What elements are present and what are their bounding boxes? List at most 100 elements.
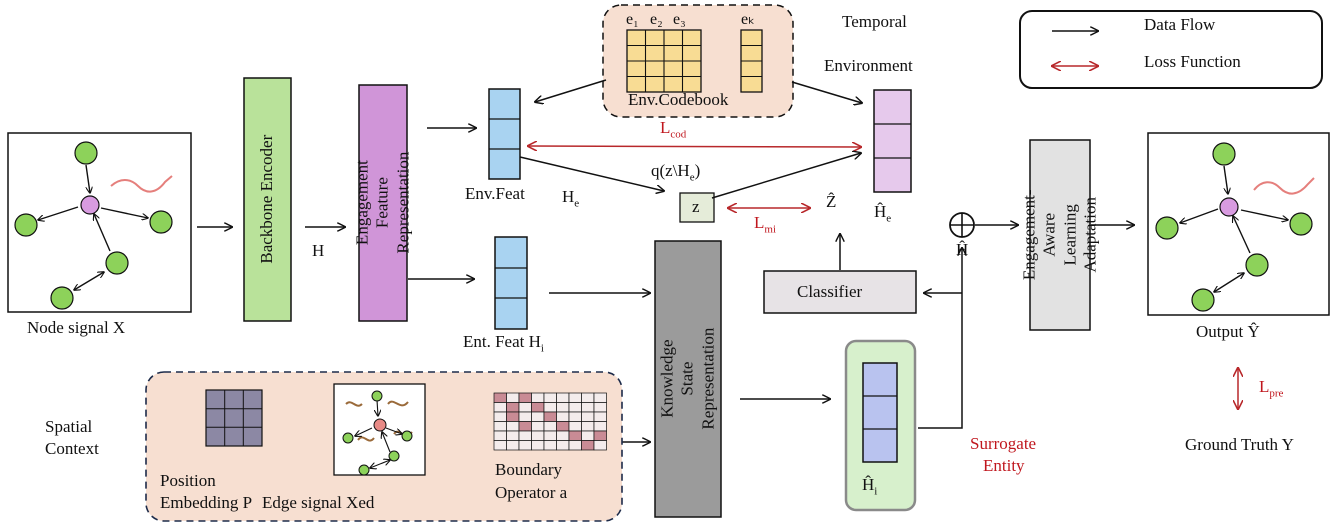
boundary-cell bbox=[556, 392, 570, 403]
graph-node bbox=[14, 213, 38, 237]
h-hat-i-label: Ĥi bbox=[862, 475, 878, 498]
codebook-entry-ek: eₖ bbox=[741, 11, 755, 28]
graph-node bbox=[74, 141, 98, 165]
l-cod-label: Lcod bbox=[660, 118, 687, 141]
boundary-cell bbox=[543, 411, 557, 422]
boundary-cell bbox=[581, 430, 595, 441]
boundary-cell bbox=[556, 430, 570, 441]
spatial-label-line2: Context bbox=[45, 439, 99, 458]
boundary-cell bbox=[518, 430, 532, 441]
backbone-encoder-block bbox=[243, 77, 292, 322]
knowledge-state-label: Knowledge State Representation bbox=[657, 328, 718, 430]
sum-operator-icon bbox=[949, 212, 975, 238]
boundary-cell bbox=[568, 392, 582, 403]
h-label: H bbox=[312, 241, 325, 260]
edge-signal-label: Edge signal Xed bbox=[262, 493, 375, 512]
boundary-cell bbox=[543, 430, 557, 441]
boundary-cell bbox=[593, 430, 607, 441]
output-label: Output Ŷ bbox=[1196, 322, 1260, 341]
engagement-aware-label: Engagement-Aware Learning Adaptation bbox=[1019, 189, 1100, 281]
boundary-cell bbox=[568, 430, 582, 441]
graph-node bbox=[149, 210, 173, 234]
boundary-cell bbox=[593, 402, 607, 413]
env-codebook-label: Env.Codebook bbox=[628, 90, 729, 109]
boundary-cell bbox=[556, 402, 570, 413]
boundary-cell bbox=[543, 421, 557, 432]
env-codebook bbox=[602, 4, 794, 118]
boundary-cell bbox=[493, 402, 507, 413]
signal-wave-icon bbox=[110, 175, 173, 193]
boundary-cell bbox=[531, 411, 545, 422]
legend-loss-function-label: Loss Function bbox=[1144, 52, 1241, 71]
graph-node bbox=[1191, 288, 1215, 312]
boundary-cell bbox=[581, 421, 595, 432]
boundary-cell bbox=[556, 440, 570, 451]
boundary-cell bbox=[581, 411, 595, 422]
backbone-encoder-label: Backbone Encoder bbox=[257, 135, 277, 264]
boundary-cell bbox=[506, 411, 520, 422]
boundary-cell bbox=[593, 392, 607, 403]
boundary-cell bbox=[581, 392, 595, 403]
boundary-label-line2: Operator a bbox=[495, 483, 568, 502]
boundary-cell bbox=[493, 392, 507, 403]
boundary-cell bbox=[568, 402, 582, 413]
boundary-operator-matrix bbox=[493, 392, 607, 451]
boundary-cell bbox=[568, 411, 582, 422]
boundary-cell bbox=[518, 421, 532, 432]
graph-node bbox=[1212, 142, 1236, 166]
z-label: z bbox=[692, 197, 700, 216]
legend bbox=[1019, 10, 1323, 89]
boundary-cell bbox=[506, 402, 520, 413]
classifier-block bbox=[763, 270, 917, 314]
engagement-feature-block bbox=[358, 84, 408, 322]
engagement-aware-label-wrap: Engagement-Aware Learning Adaptation bbox=[1019, 140, 1099, 330]
backbone-encoder-label-wrap: Backbone Encoder bbox=[244, 78, 291, 321]
boundary-cell bbox=[493, 440, 507, 451]
knowledge-state-block bbox=[654, 240, 722, 518]
knowledge-state-label-wrap: Knowledge State Representation bbox=[655, 241, 721, 517]
boundary-cell bbox=[506, 430, 520, 441]
l-pre-label: Lpre bbox=[1259, 377, 1284, 400]
legend-data-flow-label: Data Flow bbox=[1144, 15, 1216, 34]
signal-wave-icon bbox=[1253, 177, 1315, 195]
output-graph bbox=[1147, 132, 1330, 316]
classifier-label: Classifier bbox=[797, 282, 863, 301]
boundary-cell bbox=[531, 392, 545, 403]
boundary-cell bbox=[581, 402, 595, 413]
position-embedding-grid bbox=[205, 389, 263, 447]
ground-truth-label: Ground Truth Y bbox=[1185, 435, 1294, 454]
boundary-cell bbox=[568, 440, 582, 451]
center-node bbox=[80, 195, 100, 215]
boundary-cell bbox=[518, 411, 532, 422]
boundary-cell bbox=[593, 440, 607, 451]
center-node bbox=[1219, 197, 1239, 217]
surrogate-entity bbox=[844, 339, 917, 512]
he-label: He bbox=[562, 187, 580, 210]
h-hat-e-label: Ĥe bbox=[874, 202, 892, 225]
edge-signal-graph bbox=[333, 383, 426, 476]
z-box bbox=[679, 192, 715, 223]
boundary-label-line1: Boundary bbox=[495, 460, 563, 479]
graph-node bbox=[105, 251, 129, 275]
boundary-cell bbox=[531, 440, 545, 451]
boundary-cell bbox=[518, 440, 532, 451]
boundary-cell bbox=[493, 421, 507, 432]
env-feat-vector bbox=[488, 88, 521, 180]
engagement-aware-block bbox=[1029, 139, 1091, 331]
codebook-entry-e1: e₁ bbox=[626, 11, 639, 28]
boundary-cell bbox=[593, 421, 607, 432]
surrogate-label-line2: Entity bbox=[983, 456, 1025, 475]
boundary-cell bbox=[556, 411, 570, 422]
boundary-cell bbox=[556, 421, 570, 432]
boundary-cell bbox=[593, 411, 607, 422]
temporal-env-vector bbox=[873, 89, 912, 193]
graph-node bbox=[50, 286, 74, 310]
env-feat-label: Env.Feat bbox=[465, 184, 525, 203]
boundary-cell bbox=[581, 440, 595, 451]
boundary-cell bbox=[506, 392, 520, 403]
node-signal-label: Node signal X bbox=[27, 318, 126, 337]
boundary-cell bbox=[506, 440, 520, 451]
environment-label: Environment bbox=[824, 56, 913, 75]
boundary-cell bbox=[543, 440, 557, 451]
q-z-label: q(z\He) bbox=[651, 161, 701, 184]
